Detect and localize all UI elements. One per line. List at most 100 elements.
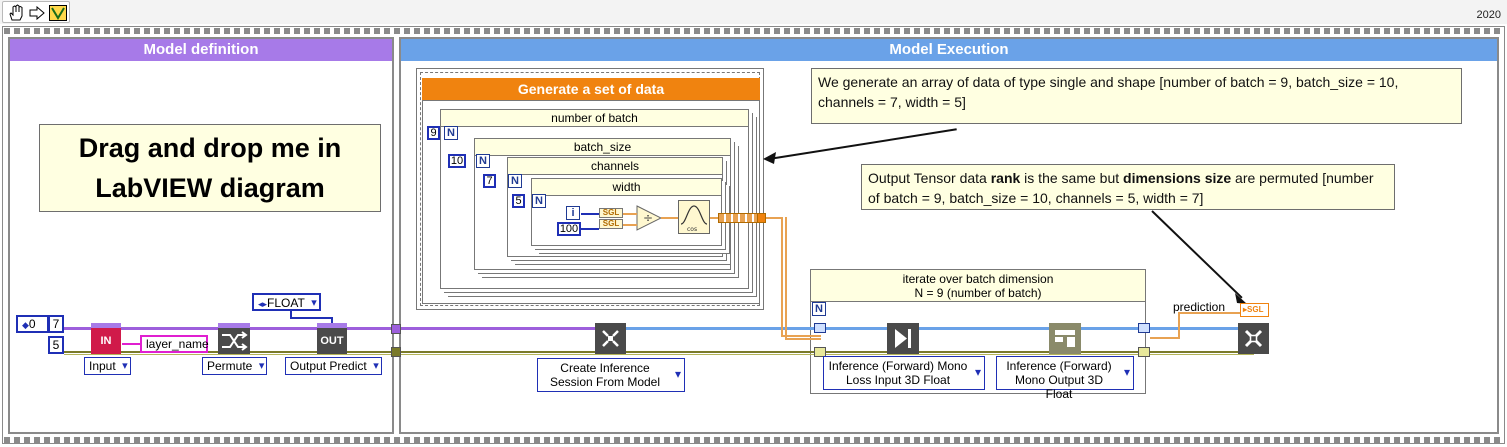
loop-iterate-label-line2: N = 9 (number of batch) (914, 286, 1042, 300)
array-index-value: 0 (28, 317, 36, 331)
create-session-select[interactable]: Create Inference Session From Model (537, 358, 685, 392)
output-tensor-icon (1055, 330, 1075, 347)
shift-register-right-bottom (1138, 347, 1150, 357)
array-tunnels (718, 213, 758, 223)
iteration-terminal: i (566, 206, 580, 220)
wire-float-across (290, 317, 332, 319)
wire-prediction-up (1178, 312, 1180, 339)
create-session-node[interactable] (595, 323, 626, 354)
shift-register-left-top (814, 323, 826, 333)
array-value-0[interactable]: 7 (48, 315, 64, 333)
model-execution-title: Model Execution (401, 39, 1497, 61)
loop-width-label: width (532, 179, 721, 196)
count-width[interactable]: 5 (512, 194, 525, 208)
wire-sgl-to-divide-2 (623, 224, 637, 226)
count-channels[interactable]: 7 (483, 174, 496, 188)
inference-output-select[interactable]: Inference (Forward) Mono Output 3D Float (996, 356, 1134, 401)
wire-prediction-out (1150, 337, 1180, 339)
shuffle-icon (222, 331, 248, 351)
inference-output-node[interactable] (1049, 323, 1081, 354)
n-terminal-channels: N (508, 174, 522, 188)
wire-float-to-out (331, 317, 333, 325)
sequence-rail-bottom (4, 437, 1503, 443)
loop-number-of-batch-label: number of batch (441, 110, 748, 127)
wire-data-into-loop-2 (785, 338, 821, 340)
input-layer-node[interactable]: IN (91, 323, 121, 354)
wire-data-into-loop (781, 335, 821, 337)
toolbar (0, 0, 1507, 24)
array-index-display[interactable]: ◆0 (16, 315, 49, 333)
constant-100[interactable]: 100 (557, 222, 581, 236)
drag-drop-note: Drag and drop me in LabVIEW diagram (39, 124, 381, 212)
layer-name-constant[interactable]: layer_name (140, 335, 209, 353)
output-desc-middle: is the same but (1020, 170, 1124, 186)
array-value-1[interactable]: 5 (48, 336, 64, 354)
to-single-node-2[interactable]: SGL (599, 219, 623, 229)
output-desc-prefix: Output Tensor data (868, 170, 991, 186)
prediction-label: prediction (1173, 300, 1226, 314)
output-desc-bold-rank: rank (990, 170, 1021, 186)
wire-const-to-sgl (581, 228, 599, 230)
permute-select[interactable]: Permute (202, 357, 268, 375)
permute-node[interactable] (218, 323, 250, 354)
n-terminal-number-of-batch: N (444, 126, 458, 140)
count-batch-size[interactable]: 10 (448, 154, 466, 168)
divide-node-icon[interactable]: ÷ (636, 205, 662, 231)
tunnel-purple-frame (391, 324, 401, 334)
drag-drop-line2: LabVIEW diagram (95, 173, 325, 203)
hand-icon[interactable] (7, 4, 25, 22)
output-desc-suffix: are permuted [number of batch = 9, batch… (868, 170, 1374, 206)
arrowhead-icon (1235, 293, 1247, 304)
loop-batch-size-label: batch_size (475, 139, 730, 156)
drag-drop-line1: Drag and drop me in (78, 133, 342, 163)
wire-i-to-sgl (581, 213, 599, 215)
inference-loss-select[interactable]: Inference (Forward) Mono Loss Input 3D F… (823, 356, 985, 390)
wire-data-down (781, 217, 783, 335)
wire-sgl-to-divide-1 (623, 213, 637, 215)
wire-error-olive (64, 351, 1254, 353)
prediction-type: SGL (1247, 305, 1264, 314)
float-type-value: FLOAT (267, 296, 305, 310)
release-session-node[interactable] (1238, 323, 1269, 354)
sequence-rail-top (4, 28, 1503, 34)
toolbar-tools (2, 1, 70, 23)
wire-error-olive-shadow (64, 354, 1254, 355)
run-arrow-icon[interactable] (29, 6, 45, 20)
model-definition-title: Model definition (10, 39, 392, 61)
shift-register-right-top (1138, 323, 1150, 333)
output-desc-bold-dims: dimensions size (1123, 170, 1232, 186)
array-index-arrows[interactable]: ◆ (22, 320, 29, 330)
vi-icon[interactable] (49, 5, 67, 21)
loop-iterate-label-line1: iterate over batch dimension (902, 272, 1054, 286)
input-select[interactable]: Input (84, 357, 131, 375)
output-tunnel (757, 213, 766, 223)
arrowhead-icon (763, 152, 776, 164)
wire-layer-name (122, 343, 140, 345)
float-type-arrows: ◂▸ (258, 299, 268, 309)
indicator-arrow-icon: ▸ (1243, 305, 1248, 314)
inference-loss-node[interactable] (887, 323, 919, 354)
to-single-node-1[interactable]: SGL (599, 208, 623, 218)
n-terminal-width: N (532, 194, 546, 208)
wire-session-blue (625, 327, 1253, 330)
version-label: 2020 (1476, 9, 1501, 21)
tunnel-olive-frame (391, 347, 401, 357)
n-terminal-iterate: N (812, 302, 826, 316)
svg-text:÷: ÷ (643, 211, 653, 225)
release-icon (1244, 329, 1263, 348)
forward-icon (895, 329, 911, 348)
generate-frame-title: Generate a set of data (422, 78, 760, 100)
float-type-select[interactable]: ◂▸FLOAT (252, 293, 321, 311)
output-layer-node[interactable]: OUT (317, 323, 347, 354)
count-number-of-batch[interactable]: 9 (427, 126, 440, 140)
output-predict-select[interactable]: Output Predict (285, 357, 382, 375)
wire-data-down-2 (785, 217, 787, 338)
prediction-indicator[interactable]: ▸SGL (1240, 303, 1269, 317)
wire-data-out (766, 217, 782, 219)
session-icon (602, 330, 619, 347)
cosine-node-icon[interactable]: cos (678, 200, 710, 234)
shift-register-left-bottom (814, 347, 826, 357)
output-description-note: Output Tensor data rank is the same but … (861, 164, 1395, 210)
wire-prediction-to-indicator (1178, 312, 1240, 314)
wire-float-down (290, 311, 292, 319)
